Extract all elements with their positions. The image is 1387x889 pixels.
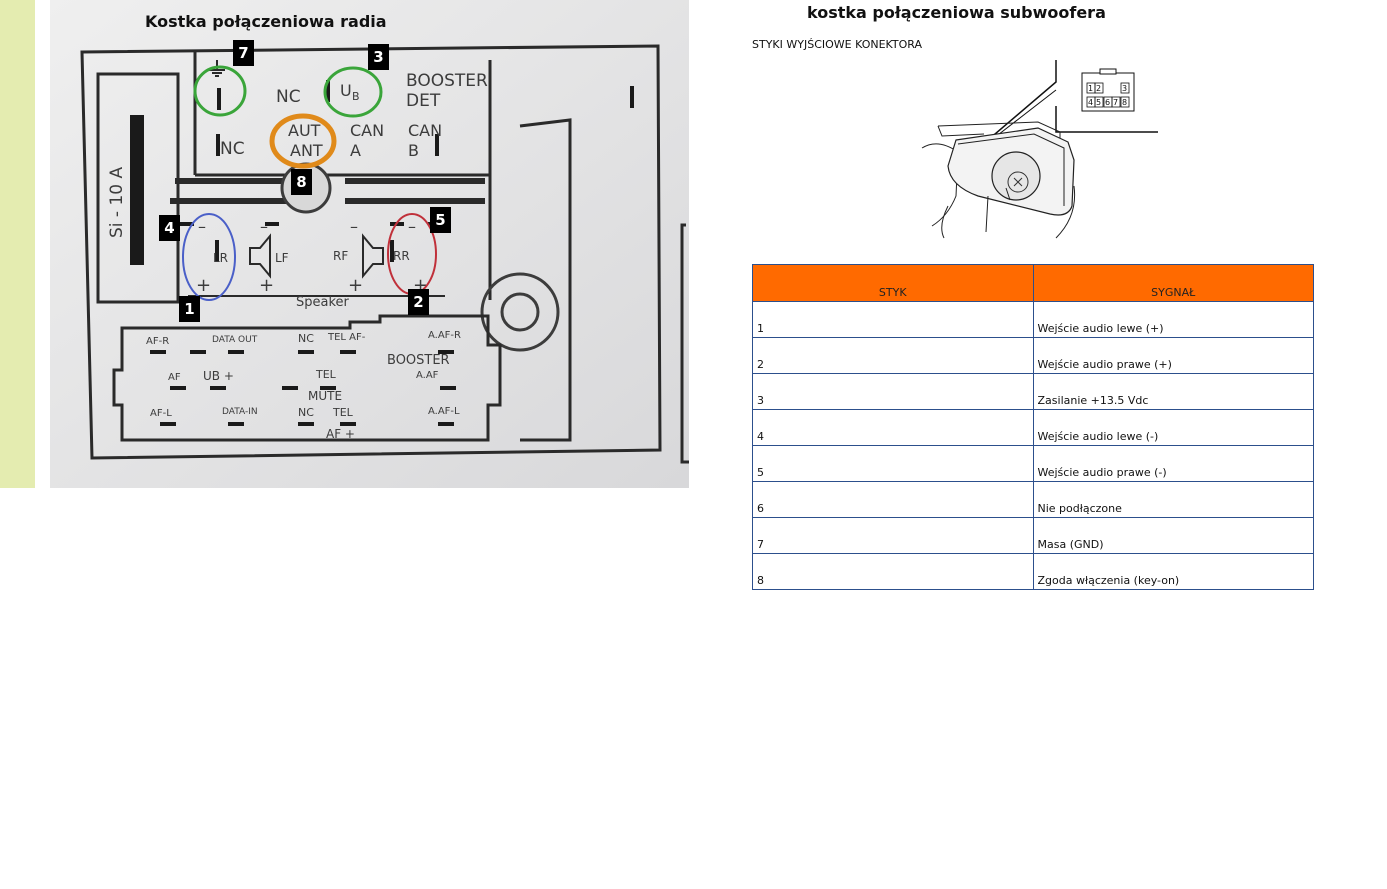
connector-pins-subtitle: STYKI WYJŚCIOWE KONEKTORA xyxy=(752,38,923,51)
label-plus-lr: + xyxy=(196,275,211,296)
pin-signal: Wejście audio prawe (+) xyxy=(1032,337,1314,374)
left-margin-strip xyxy=(0,0,35,488)
label-data-out: DATA OUT xyxy=(212,335,258,345)
label-plus-rf: + xyxy=(348,275,363,296)
label-nc-top: NC xyxy=(276,87,301,107)
marker-7: 7 xyxy=(233,40,254,66)
label-ub-plus: UB + xyxy=(203,369,234,383)
pin-number: 8 xyxy=(752,553,1034,590)
label-af-l: AF-L xyxy=(150,408,172,419)
subwoofer-connector-diagram: 1 2 3 4 5 6 7 8 xyxy=(921,60,1158,239)
pin-number: 2 xyxy=(752,337,1034,374)
table-row: 2 Wejście audio prawe (+) xyxy=(752,337,1314,374)
pin-signal: Zasilanie +13.5 Vdc xyxy=(1032,373,1314,410)
pin-signal: Masa (GND) xyxy=(1032,517,1314,554)
pin-number: 3 xyxy=(752,373,1034,410)
table-row: 6 Nie podłączone xyxy=(752,481,1314,518)
label-minus-rr: – xyxy=(408,217,416,236)
label-lr: LR xyxy=(213,251,228,265)
table-row: 3 Zasilanie +13.5 Vdc xyxy=(752,373,1314,410)
header-styk: STYK xyxy=(752,264,1034,302)
fuse-label: Si - 10 A xyxy=(107,167,127,238)
marker-8: 8 xyxy=(291,169,312,195)
header-sygnal: SYGNAŁ xyxy=(1032,264,1314,302)
pin-number: 1 xyxy=(752,301,1034,338)
marker-1: 1 xyxy=(179,296,200,322)
pin-signal: Wejście audio prawe (-) xyxy=(1032,445,1314,482)
conn-pin-5: 5 xyxy=(1096,98,1101,107)
label-minus-lf: – xyxy=(260,217,268,236)
label-af-r: AF-R xyxy=(146,336,169,347)
pin-signal-table: STYK SYGNAŁ 1 Wejście audio lewe (+) 2 W… xyxy=(752,264,1314,590)
pin-signal: Nie podłączone xyxy=(1032,481,1314,518)
label-speaker: Speaker xyxy=(296,295,350,310)
table-row: 5 Wejście audio prawe (-) xyxy=(752,445,1314,482)
label-plus-lf: + xyxy=(259,275,274,296)
pin-number: 6 xyxy=(752,481,1034,518)
label-minus-rf: – xyxy=(350,217,358,236)
label-tel: TEL xyxy=(315,368,337,381)
label-mute: MUTE xyxy=(308,389,342,403)
table-row: 4 Wejście audio lewe (-) xyxy=(752,409,1314,446)
label-a-af-l: A.AF-L xyxy=(428,406,460,417)
pin-number: 7 xyxy=(752,517,1034,554)
label-lf: LF xyxy=(275,251,289,265)
marker-3: 3 xyxy=(368,44,389,70)
marker-5: 5 xyxy=(430,207,451,233)
label-can-a-2: A xyxy=(350,141,361,160)
table-row: 1 Wejście audio lewe (+) xyxy=(752,301,1314,338)
radio-connector-drawing: Si - 10 A NC U B BOOSTER DET NC AUT ANT … xyxy=(50,0,689,488)
pin-number: 5 xyxy=(752,445,1034,482)
label-ant: ANT xyxy=(290,141,323,160)
marker-2: 2 xyxy=(408,289,429,315)
pin-signal: Zgoda włączenia (key-on) xyxy=(1032,553,1314,590)
highlight-ground-circle xyxy=(193,65,247,117)
label-aut: AUT xyxy=(288,121,321,140)
radio-connector-title: Kostka połączeniowa radia xyxy=(145,12,387,31)
label-a-af-r: A.AF-R xyxy=(428,330,461,341)
conn-pin-6: 6 xyxy=(1105,98,1110,107)
subwoofer-connector-title: kostka połączeniowa subwoofera xyxy=(807,3,1106,22)
label-booster-top: BOOSTER xyxy=(406,71,488,91)
conn-pin-3: 3 xyxy=(1122,84,1127,93)
label-rr: RR xyxy=(393,249,410,263)
conn-pin-1: 1 xyxy=(1088,84,1093,93)
label-data-in: DATA-IN xyxy=(222,407,258,417)
conn-pin-2: 2 xyxy=(1096,84,1101,93)
label-a-af: A.AF xyxy=(416,370,439,381)
label-booster-bottom: BOOSTER xyxy=(387,353,450,368)
conn-pin-4: 4 xyxy=(1088,98,1093,107)
label-can-a-1: CAN xyxy=(350,121,384,140)
label-nc-a: NC xyxy=(298,332,314,345)
label-tel-af: TEL AF- xyxy=(327,332,366,343)
table-row: 8 Zgoda włączenia (key-on) xyxy=(752,553,1314,590)
highlight-lr-circle xyxy=(182,213,236,301)
label-tel-2: TEL xyxy=(332,406,354,419)
conn-pin-8: 8 xyxy=(1122,98,1127,107)
table-header-row: STYK SYGNAŁ xyxy=(752,264,1314,302)
label-rf: RF xyxy=(333,249,348,263)
label-can-b-1: CAN xyxy=(408,121,442,140)
label-can-b-2: B xyxy=(408,141,419,160)
pin-number: 4 xyxy=(752,409,1034,446)
marker-4: 4 xyxy=(159,215,180,241)
radio-connector-photo: Si - 10 A NC U B BOOSTER DET NC AUT ANT … xyxy=(50,0,689,488)
table-row: 7 Masa (GND) xyxy=(752,517,1314,554)
conn-pin-7: 7 xyxy=(1113,98,1118,107)
highlight-ant-circle xyxy=(269,113,337,169)
label-ub: U xyxy=(340,81,352,100)
label-nc-b: NC xyxy=(298,406,314,419)
pin-signal: Wejście audio lewe (+) xyxy=(1032,301,1314,338)
highlight-ub-circle xyxy=(323,66,383,118)
label-det: DET xyxy=(406,91,441,111)
label-ub-sub: B xyxy=(352,90,360,103)
label-nc-mid: NC xyxy=(220,139,245,159)
pin-signal: Wejście audio lewe (-) xyxy=(1032,409,1314,446)
label-minus-lr: – xyxy=(198,217,206,236)
label-af-plus: AF + xyxy=(326,427,355,441)
label-af: AF xyxy=(168,372,181,383)
